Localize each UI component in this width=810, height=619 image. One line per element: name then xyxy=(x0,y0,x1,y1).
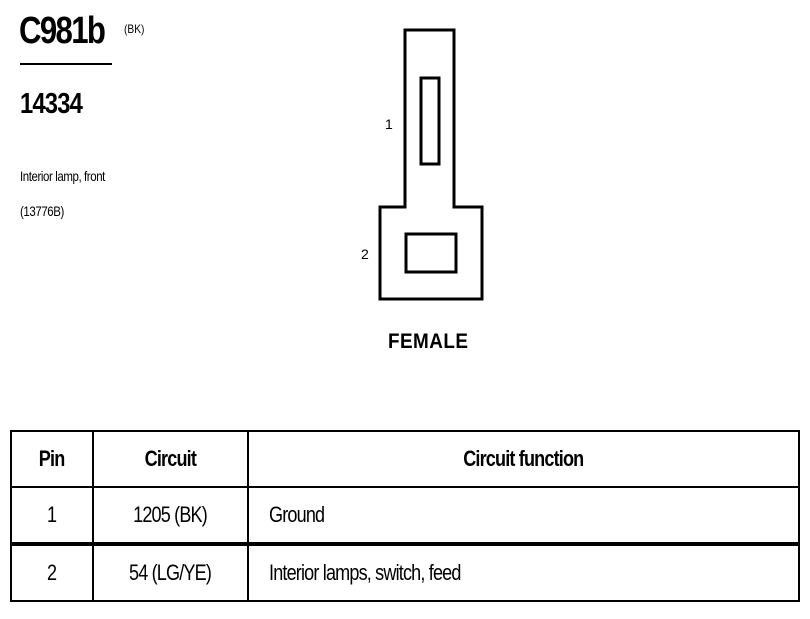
pin-2-cavity xyxy=(404,232,458,274)
pinout-table: Pin Circuit Circuit function 1 1205 (BK)… xyxy=(10,430,800,602)
pin-1-cavity xyxy=(419,76,441,166)
connector-color-code: (BK) xyxy=(124,22,145,36)
component-reference: (13776B) xyxy=(20,203,64,219)
cell-circuit-function: Interior lamps, switch, feed xyxy=(247,542,800,602)
cell-pin: 2 xyxy=(10,542,94,602)
header-circuit-function: Circuit function xyxy=(247,430,800,488)
cell-circuit: 1205 (BK) xyxy=(92,486,249,545)
connector-outline xyxy=(378,28,484,301)
table-row: 1 1205 (BK) Ground xyxy=(10,486,800,545)
header-circuit: Circuit xyxy=(92,430,249,488)
table-header-row: Pin Circuit Circuit function xyxy=(10,430,800,488)
connector-gender-label: FEMALE xyxy=(388,330,469,353)
connector-description: Interior lamp, front xyxy=(20,168,105,184)
header-pin: Pin xyxy=(10,430,94,488)
cell-pin: 1 xyxy=(10,486,94,545)
connector-id: C981b xyxy=(19,10,106,52)
pin-1-label: 1 xyxy=(385,116,393,132)
table-row: 2 54 (LG/YE) Interior lamps, switch, fee… xyxy=(10,542,800,602)
part-number: 14334 xyxy=(20,88,83,120)
cell-circuit-function: Ground xyxy=(247,486,800,545)
title-underline xyxy=(20,63,112,65)
pin-2-label: 2 xyxy=(361,246,369,262)
cell-circuit: 54 (LG/YE) xyxy=(92,542,249,602)
